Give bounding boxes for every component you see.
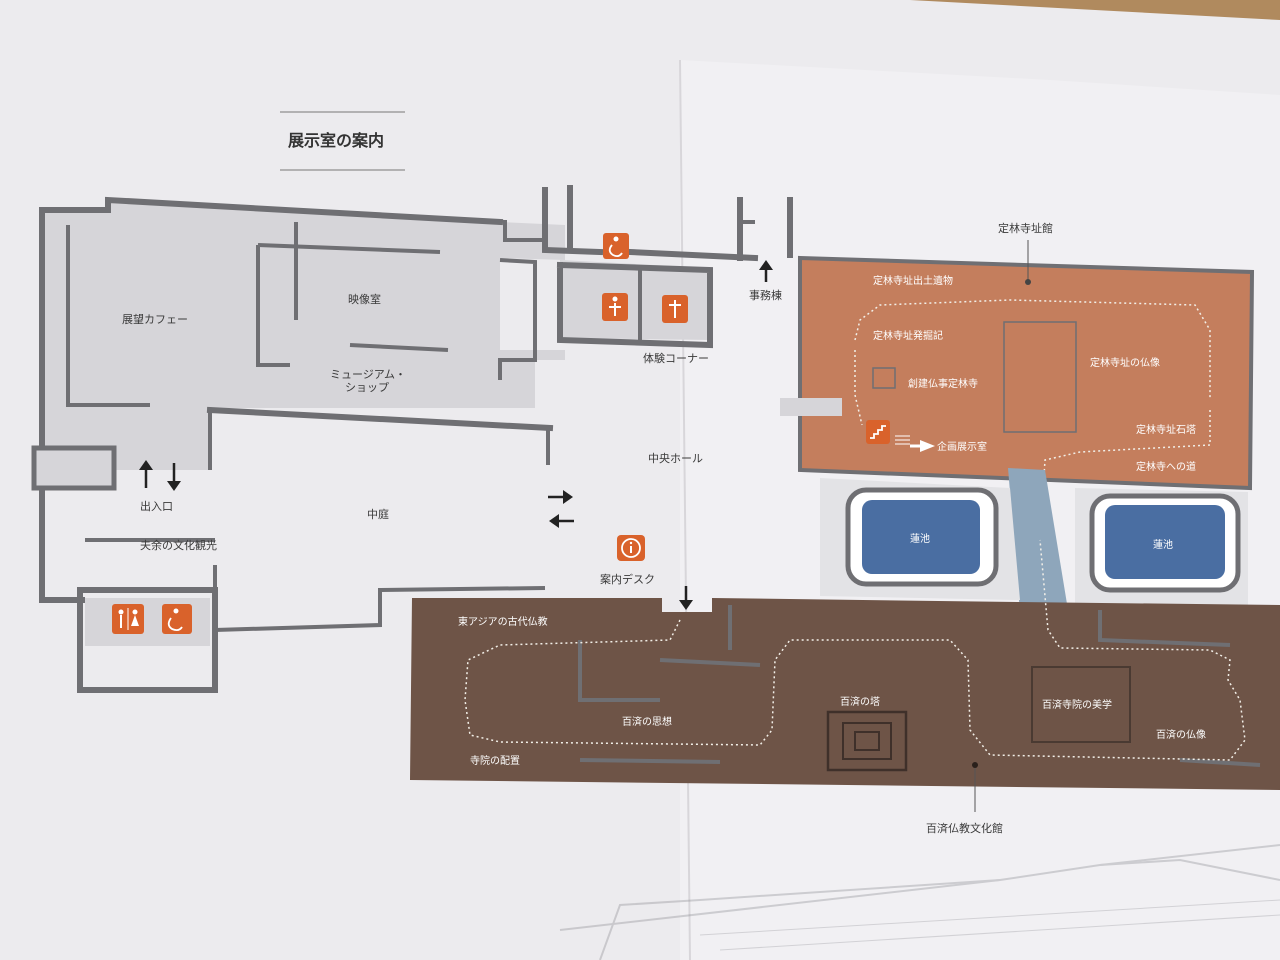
wheelchair-icon (603, 233, 629, 259)
pagoda-middle (842, 722, 892, 760)
baekje-connector (1020, 605, 1068, 640)
label-pond-right: 蓮池 (1153, 538, 1173, 551)
label-stone-pagoda: 定林寺址石塔 (1136, 423, 1196, 436)
founding-box (872, 367, 896, 389)
room-label-courtyard: 中庭 (367, 507, 389, 521)
label-aesthetics: 百済寺院の美学 (1042, 698, 1112, 711)
path-to-jeongnimsa (1008, 468, 1068, 612)
room-label-info-desk: 案内デスク (600, 572, 655, 586)
jeongnimsa-dot (1025, 279, 1031, 285)
room-label-tourism: 夫余の文化観光 (140, 538, 217, 552)
buddha-hall-box (1003, 321, 1077, 433)
pagoda-inner (854, 731, 880, 751)
pond-left (862, 500, 980, 574)
wall-top (39, 196, 504, 226)
wheelchair-icon (162, 604, 192, 634)
wall-video-left (256, 245, 290, 367)
baekje-wall-6 (1179, 758, 1261, 767)
stairs-icon (866, 420, 910, 445)
wall-courtyard-bottom (214, 586, 546, 632)
room-label-cafe: 展望カフェー (122, 313, 188, 326)
wall-cafe (66, 225, 150, 407)
room-label-shop-line1: ミュージアム・ (330, 368, 406, 381)
label-thought: 百済の思想 (622, 715, 672, 728)
info-icon (617, 535, 645, 561)
jeongnimsa-path-left (854, 350, 863, 426)
jeongnimsa-path-right (1039, 410, 1211, 541)
page-fold (679, 59, 691, 960)
toilet-icon (112, 604, 144, 634)
restroom-male-icon (602, 293, 628, 321)
label-excavation-record: 定林寺址発掘記 (873, 329, 943, 342)
upper-left-block (42, 200, 565, 470)
room-label-shop-line2: ショップ (345, 381, 389, 394)
wall-stair-inner (503, 220, 545, 242)
room-label-video: 映像室 (348, 292, 381, 306)
label-baekje-buddha: 百済の仏像 (1156, 728, 1206, 741)
wall-video-top (257, 243, 441, 254)
pagoda-outer (826, 710, 908, 772)
baekje-wall-5 (1098, 610, 1231, 647)
room-label-experience: 体験コーナー (643, 351, 709, 365)
label-pond-left: 蓮池 (910, 532, 930, 545)
room-label-central-hall: 中央ホール (648, 452, 703, 465)
baekje-dot (972, 762, 978, 768)
roof-illustration (559, 844, 1280, 960)
wall-restrooms (556, 261, 713, 349)
jeongnimsa-hall (800, 258, 1252, 488)
entrance-vestibule (31, 445, 117, 491)
aesthetics-box (1031, 666, 1131, 743)
room-label-entrance: 出入口 (140, 499, 173, 513)
baekje-wall-2 (659, 658, 761, 667)
label-excavated-relics: 定林寺址出土遺物 (873, 274, 953, 287)
wall-lower-left (39, 487, 85, 603)
label-baekje-pagoda: 百済の塔 (840, 695, 880, 708)
label-special-exhibit: 企画展示室 (937, 440, 987, 453)
wall-restroom-room (77, 587, 218, 693)
label-east-asia: 東アジアの古代仏教 (458, 615, 548, 628)
jeongnimsa-exit (780, 398, 842, 416)
building-label-jeongnimsa: 定林寺址館 (998, 221, 1053, 235)
page-title: 展示室の案内 (288, 131, 384, 150)
restroom-female-icon (662, 295, 688, 323)
label-founding: 創建仏事定林寺 (908, 377, 978, 390)
arrow-icon (139, 260, 935, 610)
building-label-baekje: 百済仏教文化館 (926, 821, 1003, 835)
jeongnimsa-path-top (854, 299, 1211, 400)
baekje-wall-1 (578, 640, 660, 702)
baekje-wall-4 (579, 758, 721, 764)
wall-stair (542, 187, 604, 256)
label-path: 定林寺への道 (1136, 460, 1196, 473)
pond-right (1105, 505, 1225, 579)
room-label-office: 事務棟 (749, 288, 782, 302)
wall-corridor-top (626, 248, 759, 262)
label-temple-layout: 寺院の配置 (470, 754, 520, 767)
wall-shop-top (349, 343, 449, 352)
wall-shop-right (498, 258, 537, 380)
wall-courtyard-top (206, 406, 554, 432)
label-jeongnimsa-buddha: 定林寺址の仏像 (1090, 356, 1160, 369)
baekje-path (464, 539, 1246, 761)
